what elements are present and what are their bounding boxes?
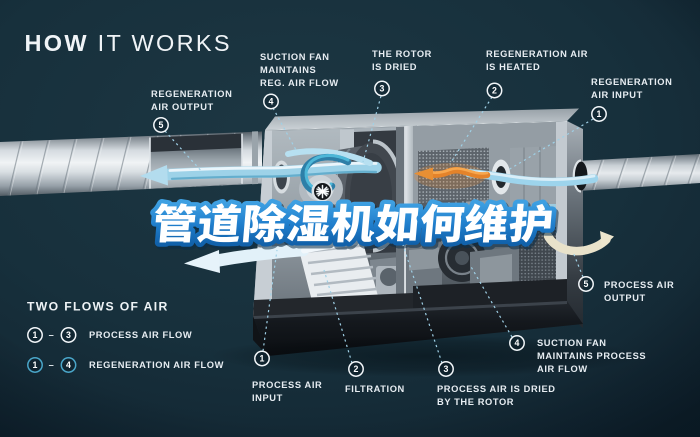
svg-text:2: 2 (492, 86, 497, 96)
svg-text:1: 1 (33, 360, 38, 370)
svg-text:5: 5 (159, 120, 164, 130)
svg-text:HOW IT WORKS: HOW IT WORKS (25, 30, 232, 56)
svg-text:PROCESS AIR FLOW: PROCESS AIR FLOW (89, 330, 192, 340)
svg-text:1: 1 (33, 330, 38, 340)
svg-text:1: 1 (597, 109, 602, 119)
svg-text:1: 1 (260, 354, 265, 364)
svg-text:2: 2 (354, 364, 359, 374)
svg-text:4: 4 (66, 360, 71, 370)
svg-text:REGENERATION AIR FLOW: REGENERATION AIR FLOW (89, 360, 224, 370)
svg-text:–: – (49, 330, 55, 340)
svg-text:4: 4 (515, 338, 520, 348)
svg-text:–: – (49, 360, 55, 370)
svg-text:3: 3 (444, 364, 449, 374)
svg-text:5: 5 (584, 279, 589, 289)
svg-text:TWO FLOWS OF AIR: TWO FLOWS OF AIR (27, 300, 169, 314)
svg-text:3: 3 (380, 84, 385, 94)
svg-text:3: 3 (66, 330, 71, 340)
svg-text:FILTRATION: FILTRATION (345, 384, 405, 394)
svg-text:4: 4 (269, 97, 274, 107)
